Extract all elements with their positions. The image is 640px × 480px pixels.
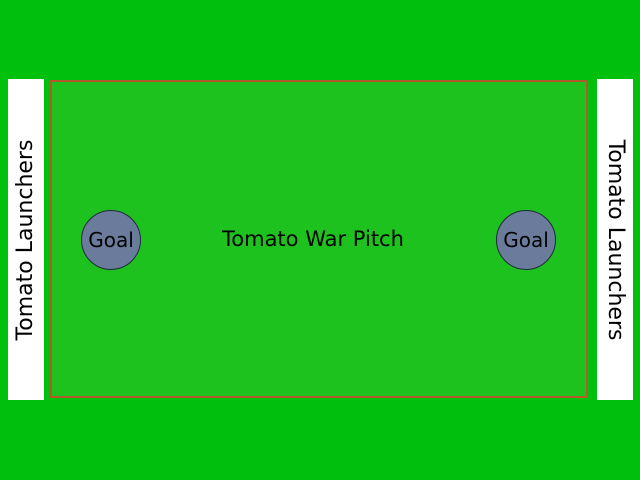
pitch-title: Tomato War Pitch (222, 227, 404, 251)
left-goal: Goal (81, 210, 141, 270)
left-goal-label: Goal (88, 228, 134, 252)
left-tomato-launchers: Tomato Launchers (8, 79, 44, 400)
right-goal-label: Goal (503, 228, 549, 252)
right-tomato-launchers: Tomato Launchers (597, 79, 633, 400)
right-launcher-label: Tomato Launchers (603, 139, 628, 340)
right-goal: Goal (496, 210, 556, 270)
left-launcher-label: Tomato Launchers (13, 139, 38, 340)
